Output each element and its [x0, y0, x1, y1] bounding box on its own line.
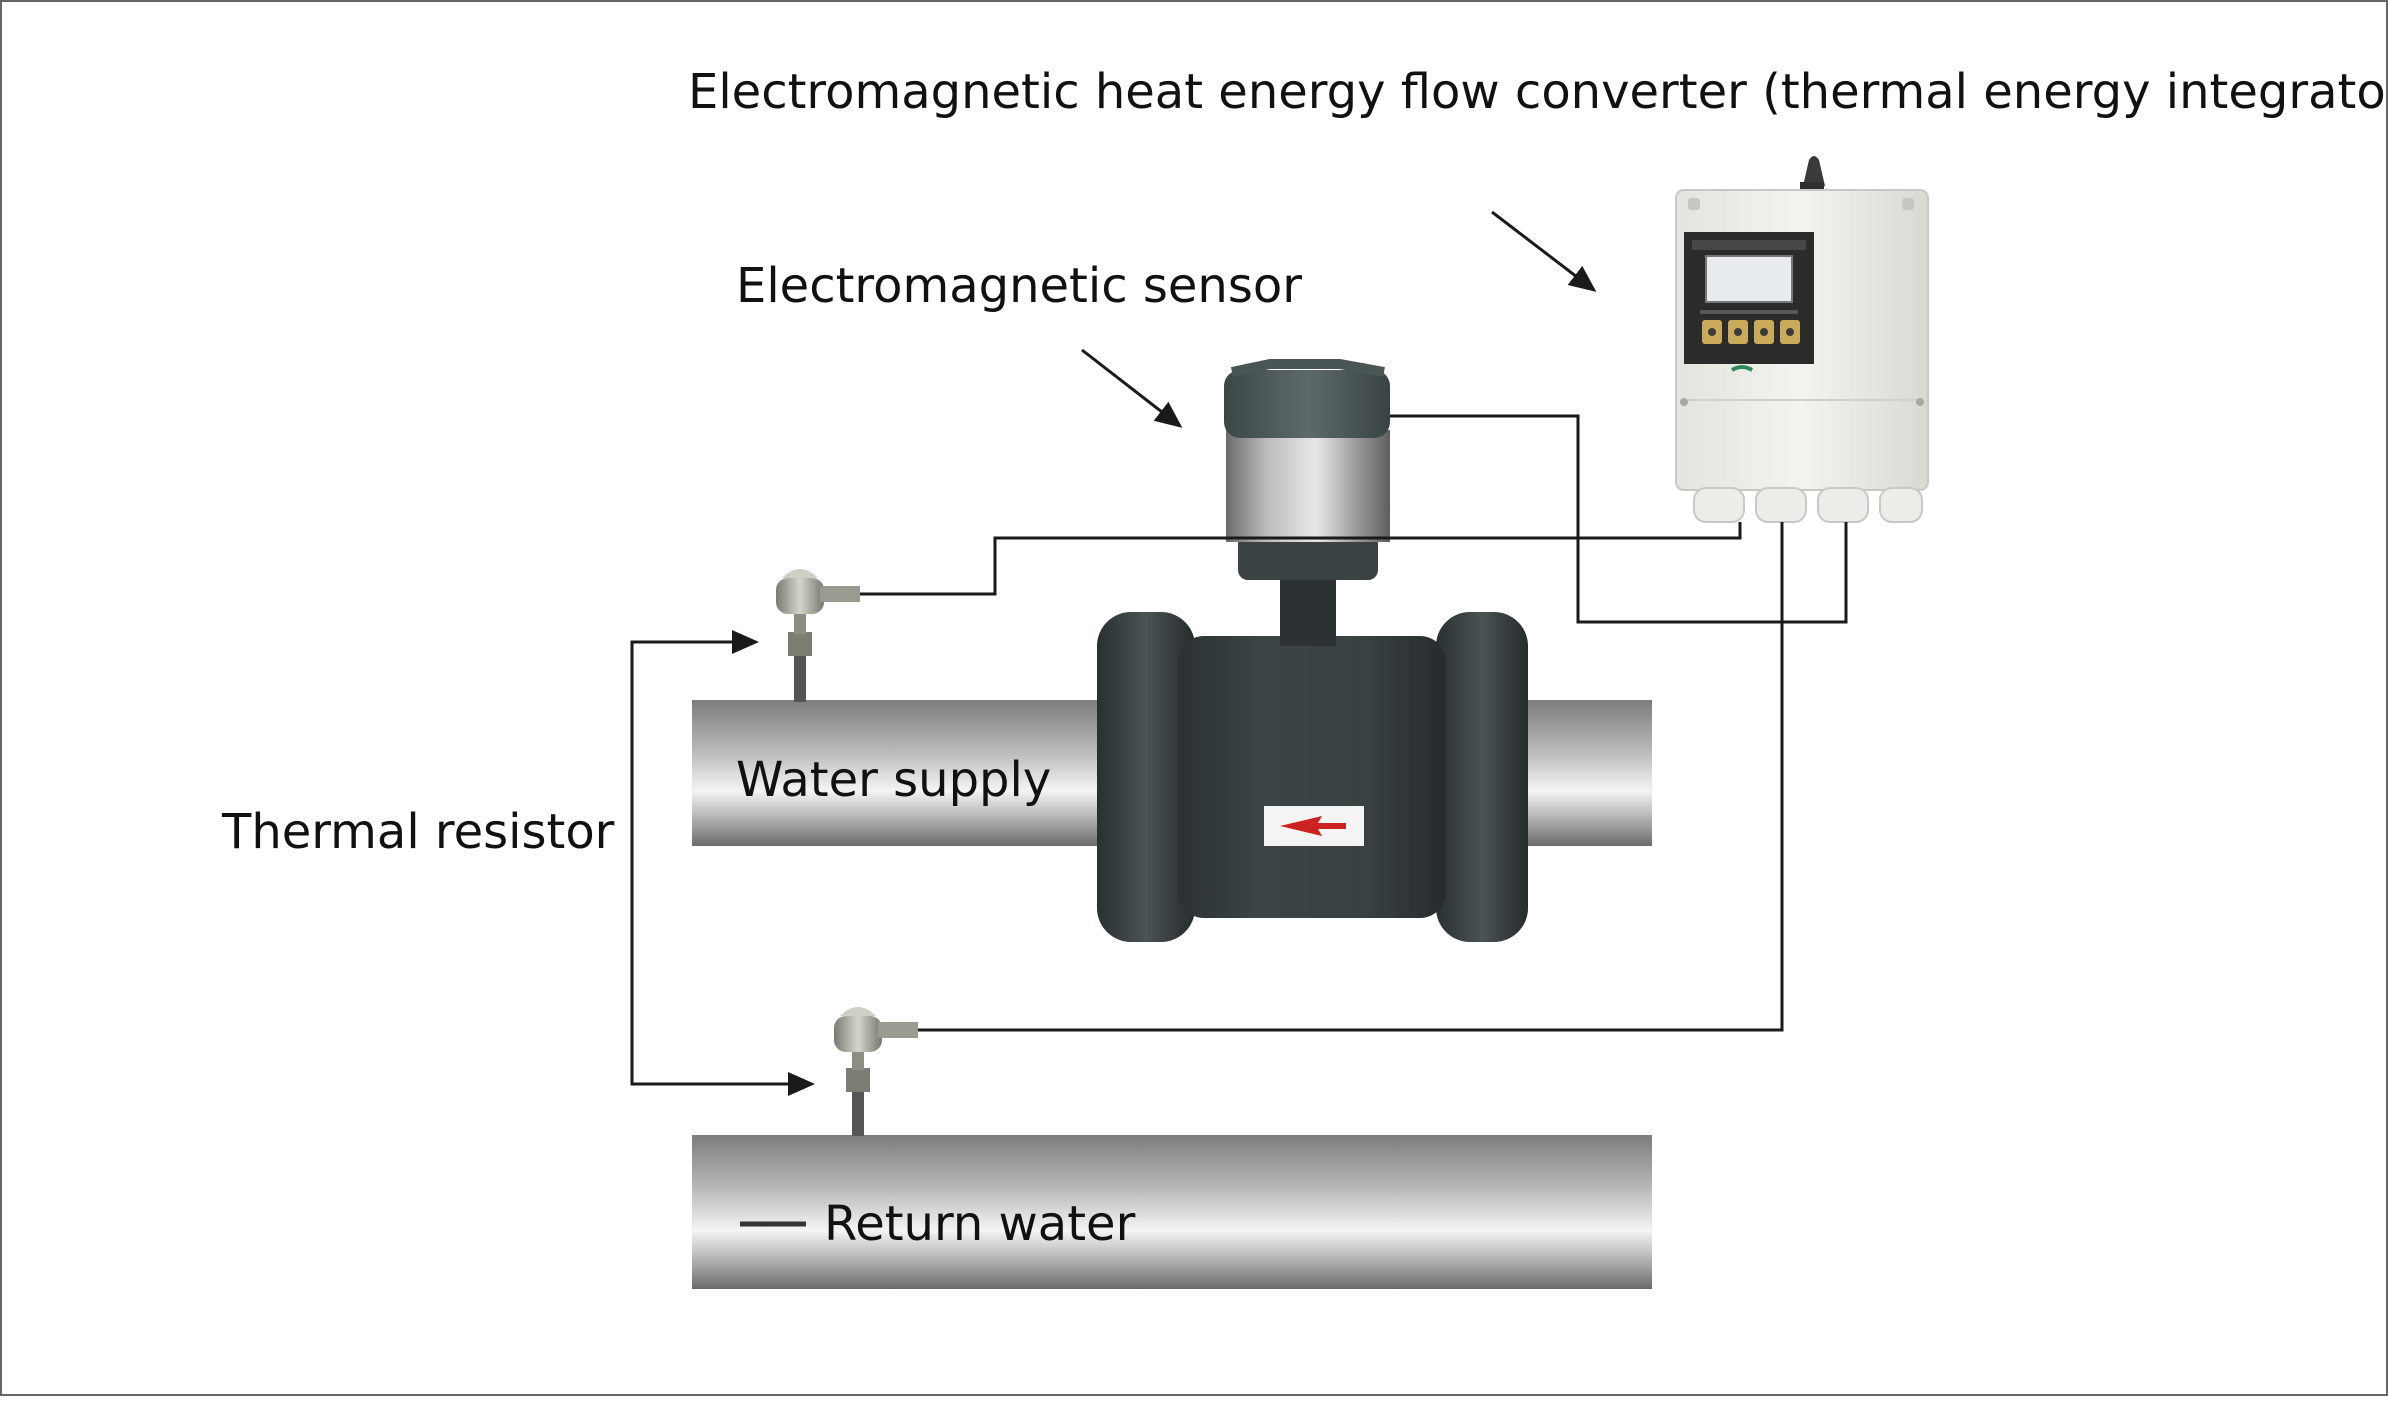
converter-label: Electromagnetic heat energy flow convert… [688, 64, 2388, 120]
left-flange [1097, 612, 1195, 942]
sensor-metal-band [1226, 430, 1390, 542]
sensor-head [1224, 370, 1390, 438]
thermal-resistor-label: Thermal resistor [222, 804, 615, 860]
converter-pointer-arrow [1491, 210, 1597, 292]
sensor-collar [1238, 534, 1378, 580]
return-probe-wire [918, 522, 1784, 1032]
thermal-resistor-probe-return [834, 1007, 918, 1136]
signal-wires [860, 414, 1848, 1032]
converter-cable-gland-top [1803, 156, 1825, 186]
return-water-label: Return water [824, 1196, 1136, 1252]
sensor-label: Electromagnetic sensor [736, 258, 1302, 314]
flow-direction-arrow-icon [1280, 816, 1346, 836]
return-pipe [692, 1135, 1652, 1289]
converter-box [1675, 156, 1929, 523]
supply-probe-wire [860, 522, 1742, 596]
electromagnetic-flow-meter [1097, 359, 1528, 942]
water-supply-label: Water supply [736, 752, 1052, 808]
thermal-resistor-probe-supply [776, 569, 860, 702]
right-flange [1436, 612, 1528, 942]
thermal-resistor-bracket [630, 630, 815, 1096]
converter-button-icon [1702, 320, 1800, 344]
converter-lcd [1705, 255, 1793, 303]
sensor-wire [1390, 414, 1848, 624]
meter-body [1178, 636, 1446, 918]
sensor-pointer-arrow [1081, 348, 1183, 428]
